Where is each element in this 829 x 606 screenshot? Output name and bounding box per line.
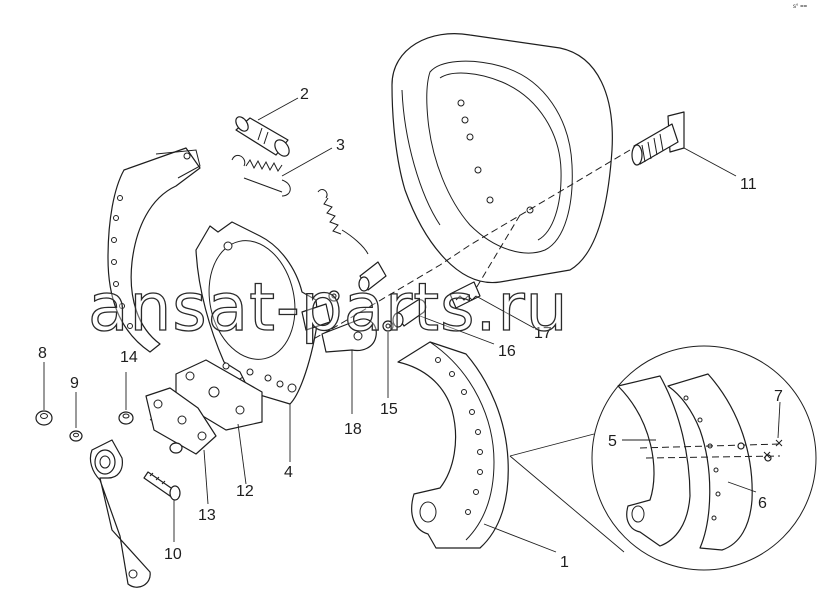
callout-labels: 1 2 3 4 5 6 7 8 9 10 11 12 13 14 15 16 1…: [38, 86, 783, 571]
adjuster-17: [328, 261, 481, 309]
nut-8: [35, 410, 53, 426]
callout-14: 14: [120, 349, 138, 366]
callout-1: 1: [560, 554, 569, 571]
callout-10: 10: [164, 546, 182, 563]
bolt-10: [143, 471, 181, 501]
nut-small: [169, 442, 183, 454]
expander-2: [235, 116, 290, 157]
lower-brake-shoe-1: [397, 341, 509, 549]
washer-9: [69, 430, 83, 442]
callout-13: 13: [198, 507, 216, 524]
nut-14: [118, 411, 134, 425]
bracket-13: [145, 387, 217, 455]
callout-8: 8: [38, 345, 47, 362]
callout-11: 11: [740, 176, 757, 193]
washer-15: [382, 320, 394, 332]
callout-17: 17: [534, 325, 552, 342]
callout-12: 12: [236, 483, 254, 500]
callout-9: 9: [70, 375, 79, 392]
upper-brake-shoe: [107, 147, 201, 353]
detail-circle: [509, 345, 817, 571]
corner-mark: s° ==: [793, 4, 808, 10]
anchor-plate-4: [195, 221, 319, 405]
spring-3: [231, 154, 291, 197]
callout-2: 2: [300, 86, 309, 103]
pin-11: [631, 111, 685, 166]
callout-4: 4: [284, 464, 293, 481]
callout-7: 7: [774, 388, 783, 405]
brake-drum: [391, 33, 613, 284]
link-18: [301, 303, 377, 353]
callout-5: 5: [608, 433, 617, 450]
cam-lever: [89, 439, 151, 588]
callout-15: 15: [380, 401, 398, 418]
callout-6: 6: [758, 495, 767, 512]
callout-16: 16: [498, 343, 516, 360]
callout-3: 3: [336, 137, 345, 154]
watermark: ansat-parts.ru: [88, 269, 568, 346]
callout-18: 18: [344, 421, 362, 438]
callout-leaders: [43, 97, 781, 553]
lower-spring: [317, 189, 369, 255]
adjuster-16: [392, 299, 427, 328]
